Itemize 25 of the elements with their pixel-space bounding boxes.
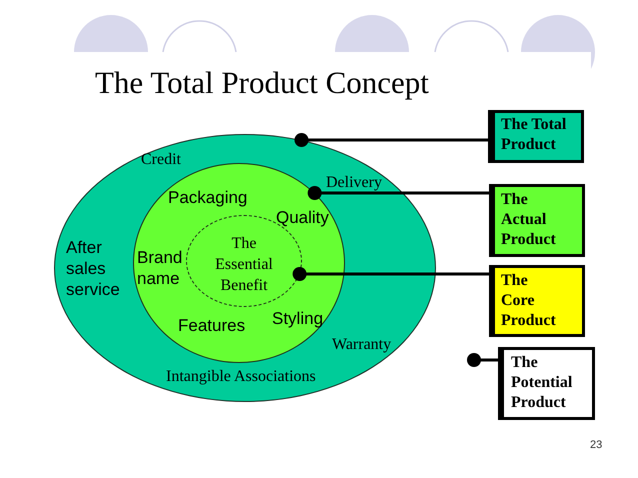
concept-box <box>498 347 595 420</box>
ring-label: Delivery <box>326 173 382 193</box>
concept-label: The Potential Product <box>511 353 574 413</box>
ring-label: Brand name <box>137 247 184 289</box>
ring-label: Quality <box>276 207 329 228</box>
leader-line <box>292 267 489 281</box>
ring-label: After sales service <box>66 237 121 300</box>
ring-label: Features <box>178 315 246 336</box>
ring-label: Styling <box>272 308 324 329</box>
slide-number: 23 <box>590 438 602 452</box>
ring-label: Intangible Associations <box>166 367 316 387</box>
concept-label: The Core Product <box>501 271 557 331</box>
concept-box <box>489 265 585 337</box>
concept-label: The Actual Product <box>501 190 557 250</box>
concept-label: The Total Product <box>501 115 568 155</box>
ring-label: Warranty <box>332 335 392 355</box>
concept-box <box>488 110 584 163</box>
title: The Total Product Concept <box>95 64 429 102</box>
ring-label: Packaging <box>168 187 248 208</box>
leader-line <box>308 186 489 200</box>
concept-box <box>489 184 585 257</box>
benefit-label: The Essential Benefit <box>214 234 274 296</box>
leader-line <box>467 353 498 367</box>
ring-label: Credit <box>141 150 181 170</box>
leader-line <box>294 133 488 147</box>
